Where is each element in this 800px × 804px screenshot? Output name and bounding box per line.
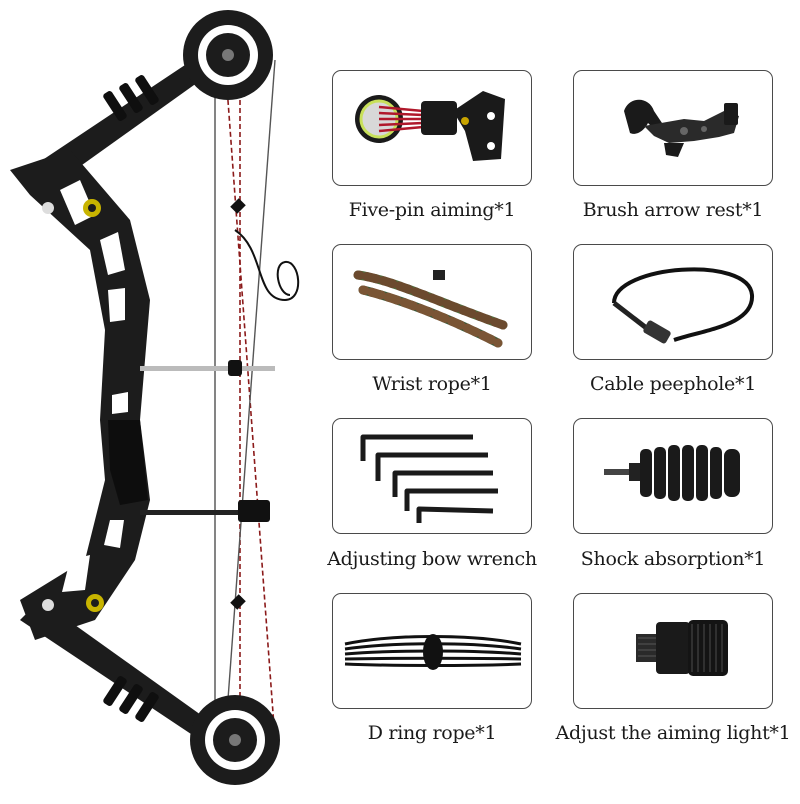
- compound-bow-image: [0, 0, 310, 800]
- sight-light-icon: [636, 620, 728, 676]
- caption-arrow-rest: Brush arrow rest*1: [582, 199, 764, 221]
- arrow-rest-icon: [624, 99, 739, 157]
- caption-sight-light: Adjust the aiming light*1: [555, 722, 791, 744]
- compound-bow-icon: [10, 10, 300, 785]
- wrist-rope-icon: [353, 270, 508, 348]
- caption-d-ring-rope: D ring rope*1: [367, 722, 497, 744]
- five-pin-sight-icon: [355, 91, 505, 161]
- caption-bow-wrench: Adjusting bow wrench: [327, 548, 537, 570]
- accessory-card-shock-absorber: [573, 418, 773, 534]
- hex-wrench-set-icon: [360, 434, 498, 523]
- accessory-card-five-pin-sight: [332, 70, 532, 186]
- caption-five-pin-sight: Five-pin aiming*1: [348, 199, 516, 221]
- accessory-card-cable-peephole: [573, 244, 773, 360]
- caption-wrist-rope: Wrist rope*1: [372, 373, 492, 395]
- accessory-card-d-ring-rope: [332, 593, 532, 709]
- accessory-card-sight-light: [573, 593, 773, 709]
- accessory-card-arrow-rest: [573, 70, 773, 186]
- shock-absorber-icon: [604, 445, 740, 501]
- accessory-card-bow-wrench: [332, 418, 532, 534]
- caption-cable-peephole: Cable peephole*1: [590, 373, 756, 395]
- d-loop-rope-icon: [344, 634, 522, 670]
- peephole-cable-icon: [612, 267, 755, 344]
- accessory-card-wrist-rope: [332, 244, 532, 360]
- caption-shock-absorber: Shock absorption*1: [580, 548, 766, 570]
